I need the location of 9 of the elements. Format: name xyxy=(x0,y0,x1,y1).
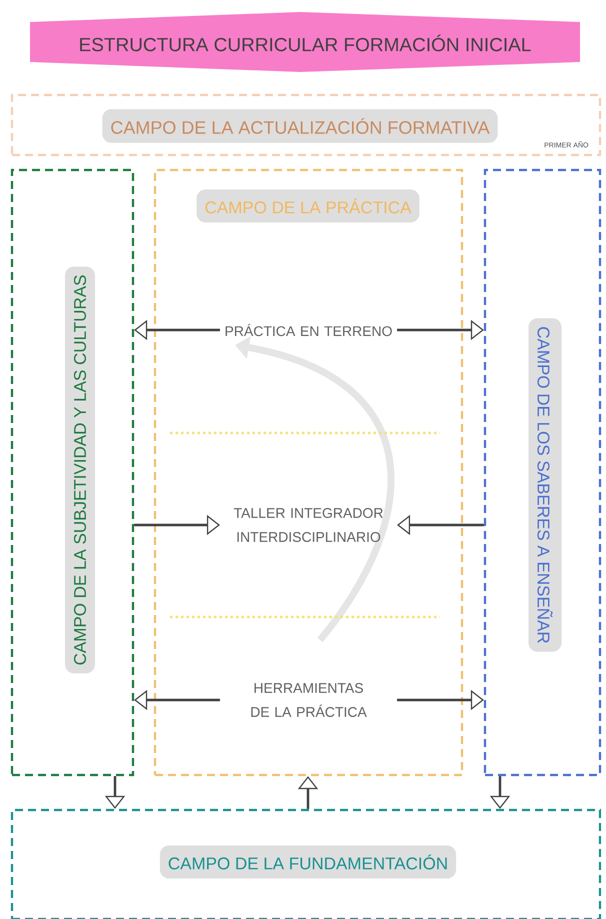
area-label: TALLER INTEGRADOR INTERDISCIPLINARIO xyxy=(234,508,383,542)
field-title: CAMPO DE LA ACTUALIZACIÓN FORMATIVA xyxy=(102,109,498,143)
area-label: HERRAMIENTAS DE LA PRÁCTICA xyxy=(251,683,367,717)
title-banner: ESTRUCTURA CURRICULAR FORMACIÓN INICIAL xyxy=(30,12,580,72)
field-title: CAMPO DE LA PRÁCTICA xyxy=(196,190,420,222)
field-title: CAMPO DE LA FUNDAMENTACIÓN xyxy=(160,846,456,878)
field-title: CAMPO DE LOS SABERES A ENSEÑAR xyxy=(528,318,562,652)
area-label: PRÁCTICA EN TERRENO xyxy=(226,324,392,336)
field-title: CAMPO DE LA SUBJETIVIDAD Y LAS CULTURAS xyxy=(64,266,96,674)
